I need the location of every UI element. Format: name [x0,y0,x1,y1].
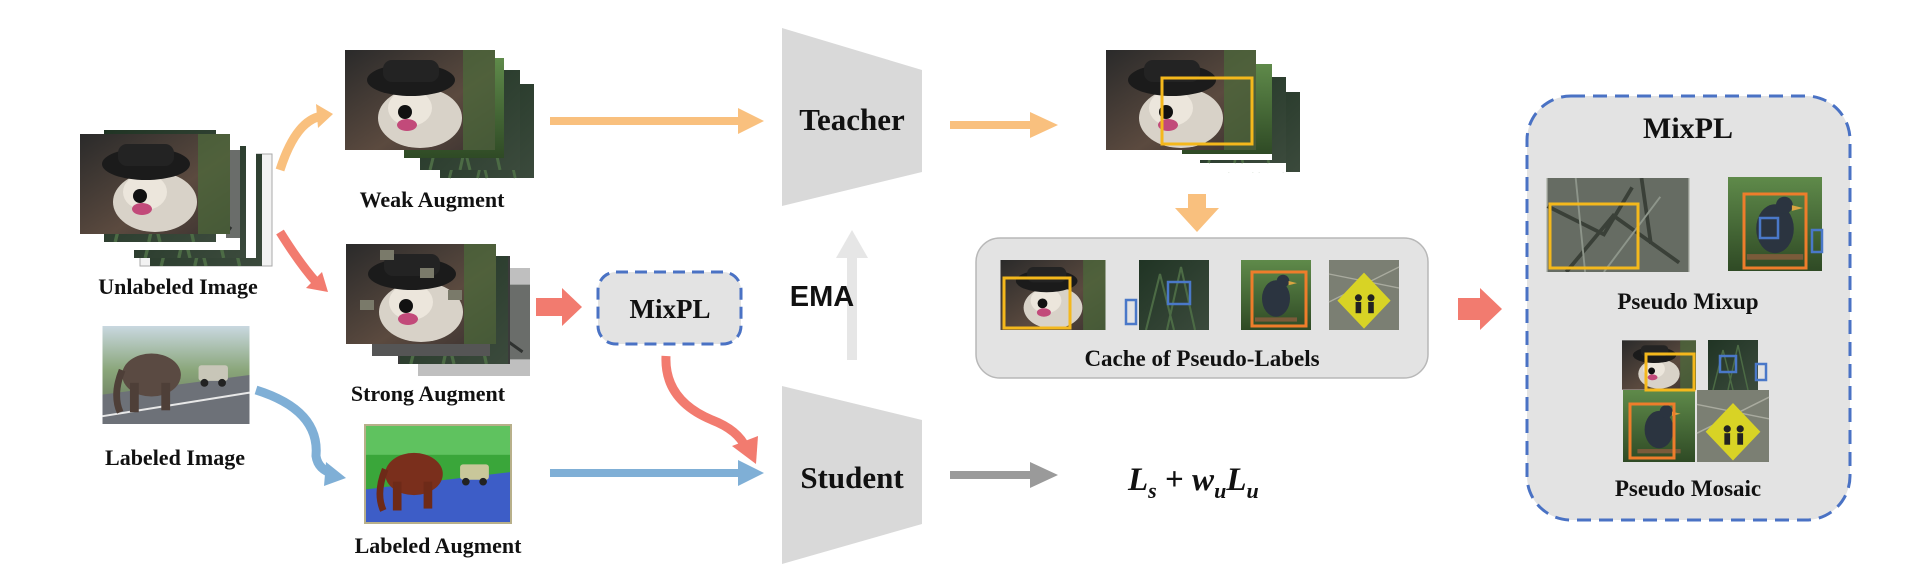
teacher-to-prediction-arrow [950,121,1032,129]
teacher-prediction-stack [1106,50,1300,184]
mixpl-to-student-arrow [661,355,751,451]
pseudo-mixup-images [1546,177,1824,272]
pseudo-mosaic-label: Pseudo Mosaic [1615,476,1761,501]
loss-formula: Ls + wuLu [1127,462,1259,503]
ema-label: EMA [790,281,855,313]
labeled-to-student-arrow [550,469,742,477]
dog-photo-icon [80,134,230,234]
prediction-to-cache-arrow [1188,194,1206,210]
strong-augment-stack [346,244,530,376]
unlabeled-image-stack [80,130,273,267]
weak-to-teacher-arrow [550,117,742,125]
student-network [782,386,922,564]
mixpl-module-box [596,270,743,346]
weak-augment-label: Weak Augment [360,187,506,212]
cache-thumbnails [1000,260,1400,330]
elephant-photo-icon [103,326,250,424]
teacher-network [782,28,922,206]
labeled-image-label: Labeled Image [105,445,245,470]
student-label: Student [800,460,904,495]
cache-label: Cache of Pseudo-Labels [1084,346,1319,371]
ema-arrow [847,256,857,360]
weak-branch-arrow [275,111,324,172]
labeled-augment-label: Labeled Augment [355,533,523,558]
weak-augment-stack [338,50,534,180]
strong-augment-label: Strong Augment [351,381,506,406]
unlabeled-image-label: Unlabeled Image [98,274,258,299]
pseudo-mixup-label: Pseudo Mixup [1617,289,1758,314]
cache-forest-thumbnail [1137,260,1211,330]
segmented-elephant-icon [366,426,510,522]
teacher-label: Teacher [799,102,905,137]
cache-sign-thumbnail [1328,260,1400,330]
cache-to-mixpl-arrow [1458,298,1484,320]
pseudo-box-yellow [1160,76,1254,146]
student-to-loss-arrow [950,471,1032,479]
cache-dog-thumbnail [1000,260,1106,330]
mixpl-module-label: MixPL [630,294,711,324]
pseudo-mosaic-image [1622,340,1770,462]
strong-branch-arrow [276,229,320,285]
mixpl-panel-title: MixPL [1643,112,1733,145]
labeled-branch-arrow [254,385,336,479]
strong-to-mixpl-arrow [536,298,568,316]
